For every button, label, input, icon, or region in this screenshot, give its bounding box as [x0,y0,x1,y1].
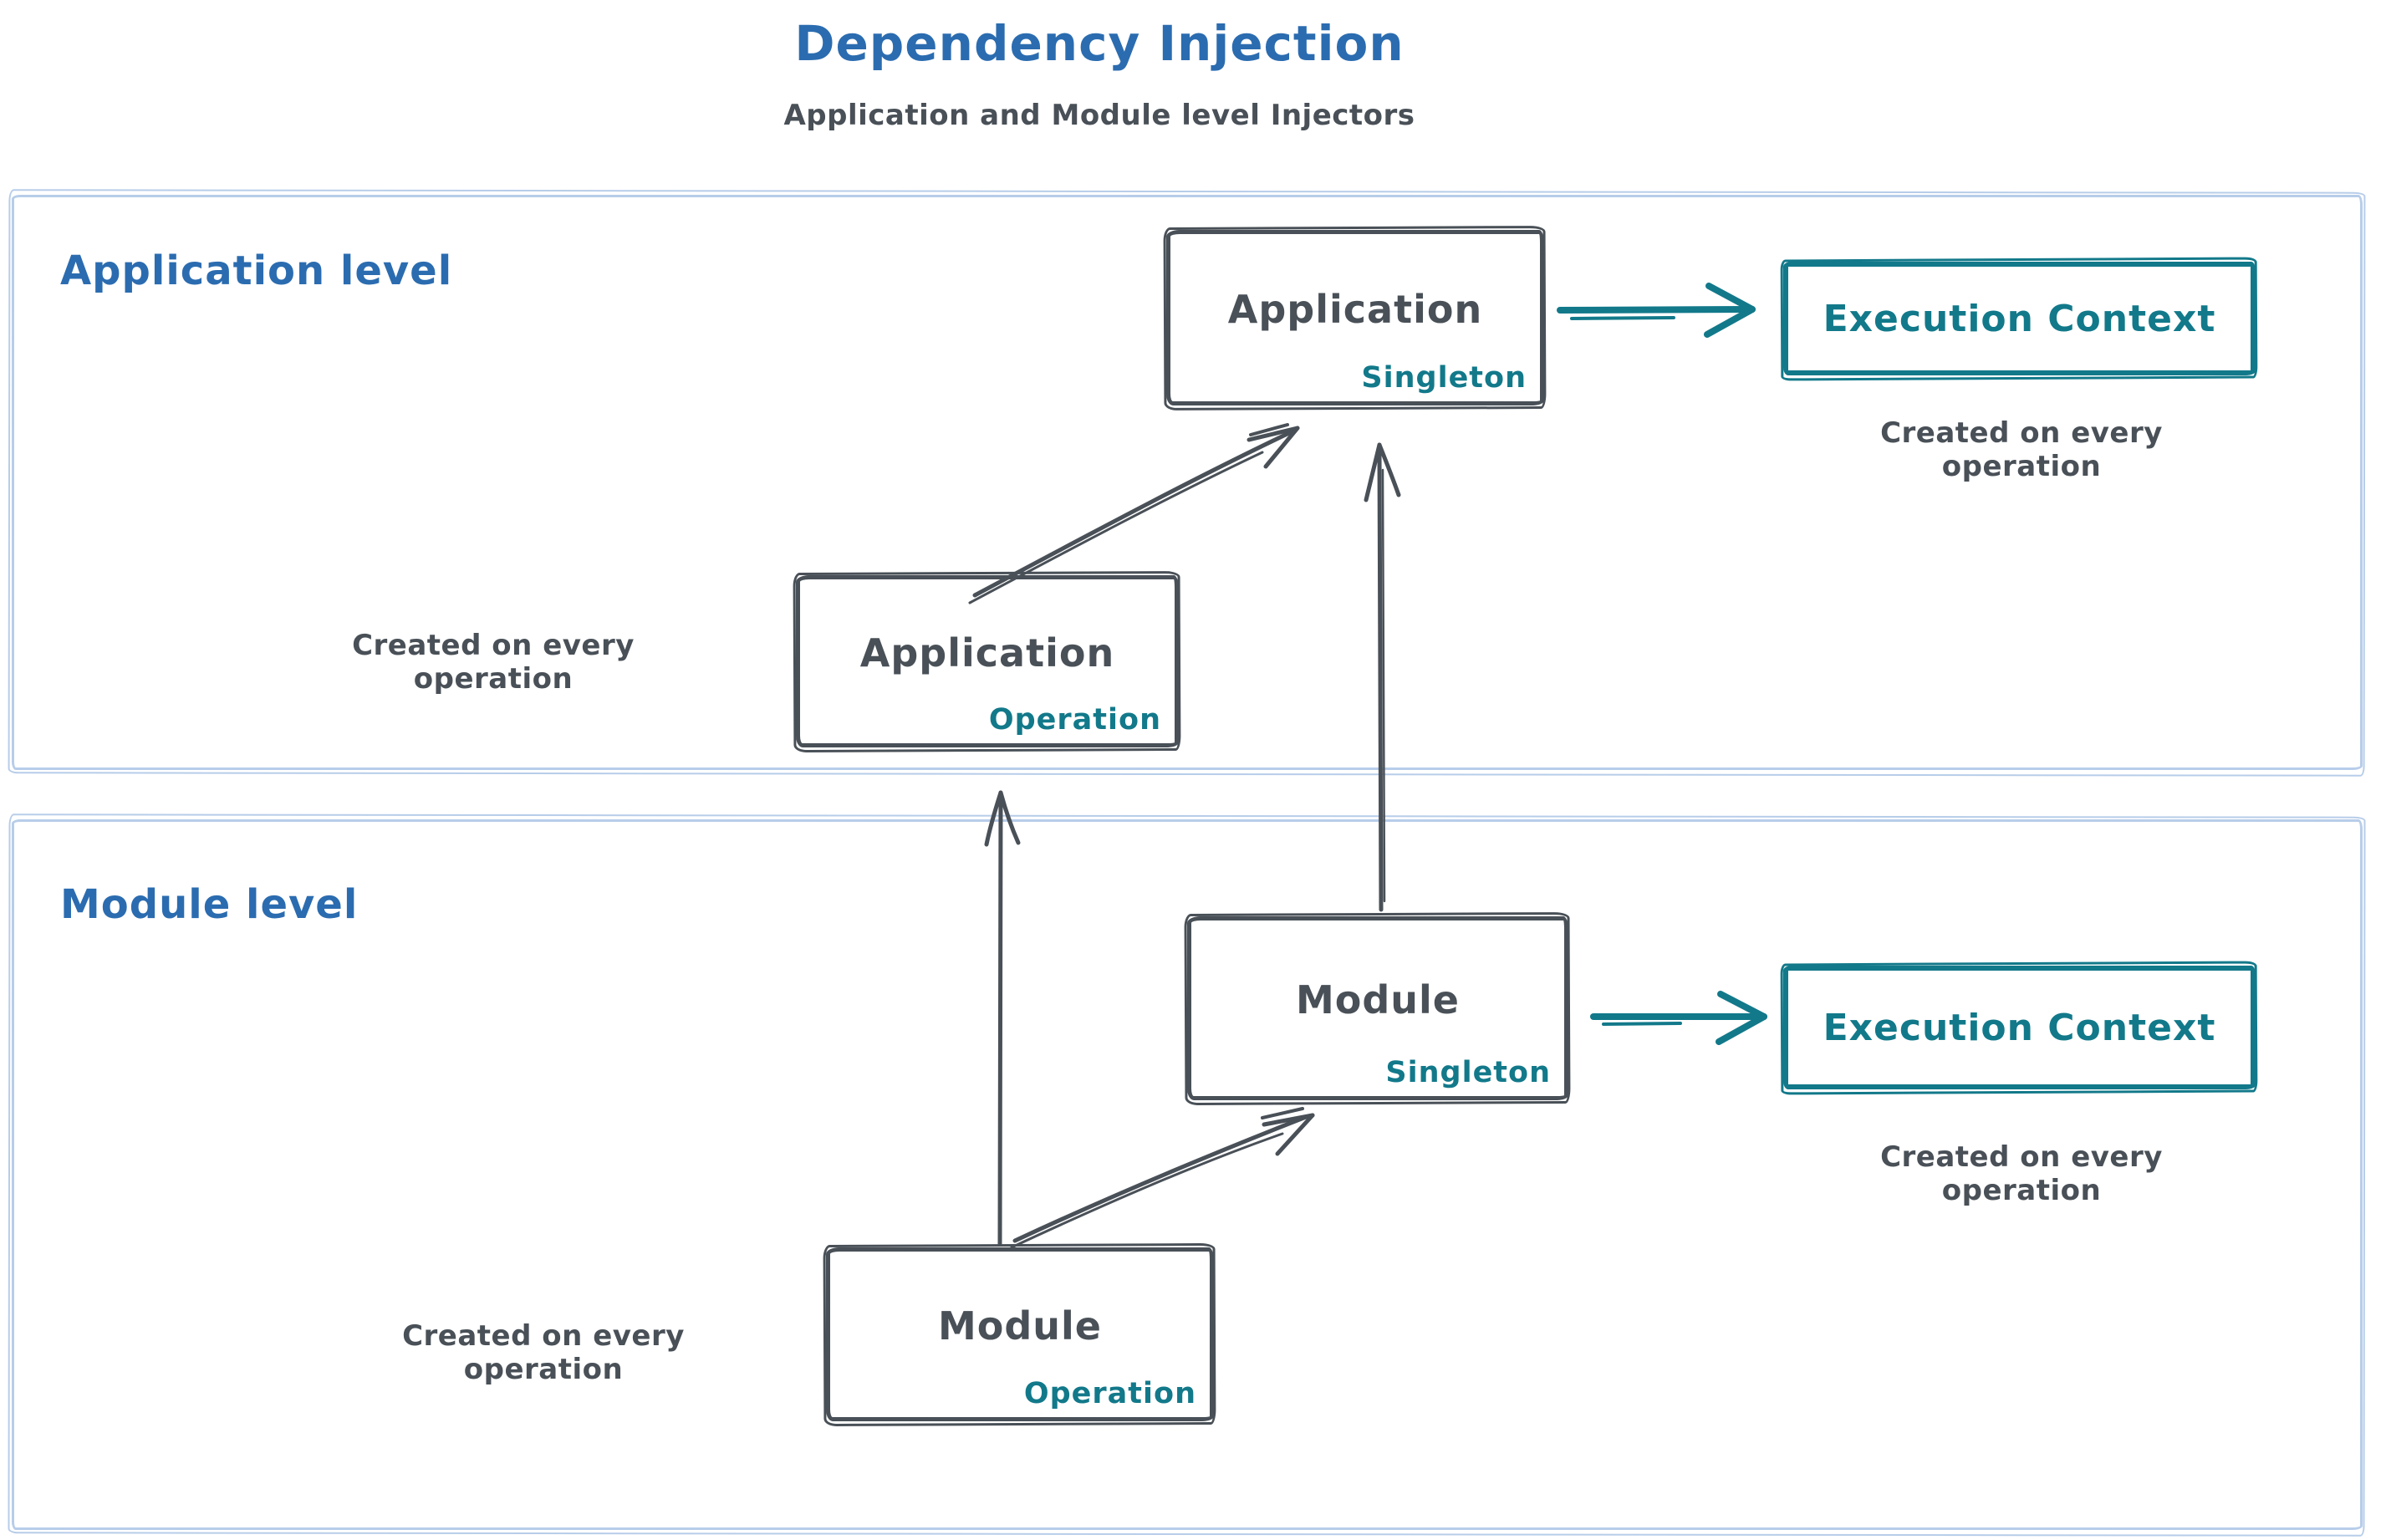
node-title: Module [937,1303,1103,1349]
execution-context-node-application: Execution Context [1783,262,2256,375]
node-title: Application [1227,287,1483,332]
module-level-label: Module level [60,881,359,928]
node-title: Application [859,630,1115,676]
title-block: Dependency Injection Application and Mod… [765,15,1434,132]
execution-context-title: Execution Context [1823,297,2216,340]
node-tag: Operation [988,703,1161,737]
application-singleton-node: Application Singleton [1166,230,1544,405]
module-operation-node: Module Operation [826,1247,1214,1421]
application-level-label: Application level [60,247,453,294]
execution-context-title: Execution Context [1823,1006,2216,1049]
module-operation-note: Created on every operation [402,1319,685,1386]
application-execution-note: Created on every operation [1880,416,2163,483]
module-level-container [12,819,2363,1530]
node-tag: Singleton [1361,361,1527,395]
page-subtitle: Application and Module level Injectors [783,99,1415,132]
execution-context-node-module: Execution Context [1783,966,2256,1089]
module-execution-note: Created on every operation [1880,1140,2163,1207]
node-tag: Operation [1023,1377,1196,1410]
application-operation-note: Created on every operation [352,629,635,696]
application-operation-node: Application Operation [796,575,1179,747]
page-title: Dependency Injection [794,15,1405,72]
module-singleton-node: Module Singleton [1187,916,1568,1100]
node-title: Module [1295,977,1461,1022]
application-level-container [12,195,2363,770]
node-tag: Singleton [1385,1056,1551,1089]
